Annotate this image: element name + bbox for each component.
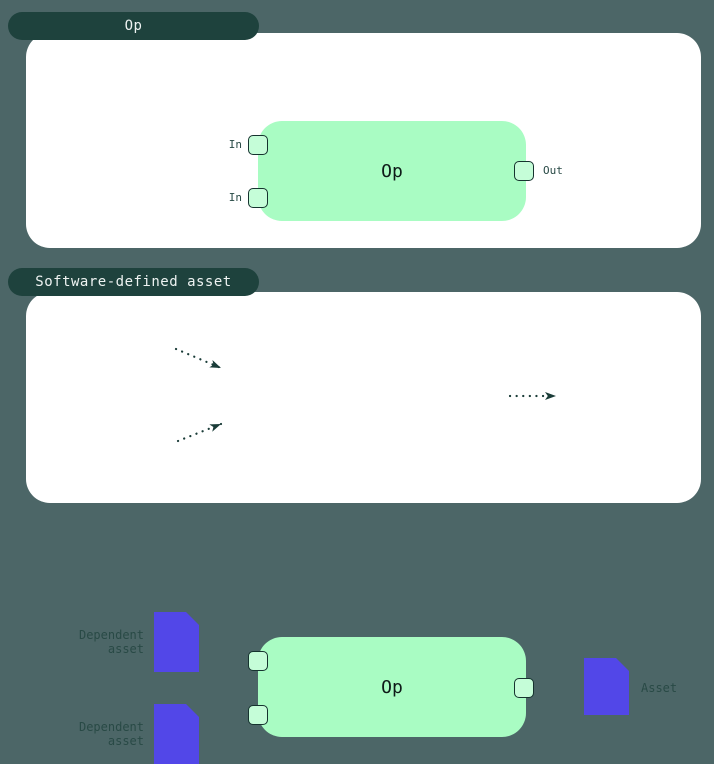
dependency-arrows-layer <box>174 347 558 443</box>
op-in-port-1 <box>248 135 268 155</box>
sda-op-node-label: Op <box>381 676 403 698</box>
dependency-arrow-2 <box>176 422 223 443</box>
op-panel: Op In In Out <box>26 33 701 248</box>
dependent-asset-1-document-icon <box>154 612 199 672</box>
dependent-asset-2-document-icon <box>154 704 199 764</box>
output-asset-label: Asset <box>641 681 678 695</box>
op-node-label: Op <box>381 160 403 182</box>
op-in-port-1-label: In <box>228 138 242 151</box>
sda-section-tab-label: Software-defined asset <box>35 274 232 290</box>
op-section-tab-label: Op <box>124 18 143 34</box>
sda-op-node: Op <box>258 637 526 737</box>
sda-section-tab: Software-defined asset <box>8 268 259 296</box>
dependency-arrow-1 <box>174 347 223 370</box>
sda-in-port-1 <box>248 651 268 671</box>
output-asset-document-icon <box>584 658 629 715</box>
op-out-port <box>514 161 534 181</box>
op-in-port-2-label: In <box>228 191 242 204</box>
dependent-asset-1-label: Dependent asset <box>78 628 144 656</box>
op-node: Op <box>258 121 526 221</box>
op-in-port-2 <box>248 188 268 208</box>
diagram-canvas: Op Op In In Out Software-defined asset D… <box>8 12 701 516</box>
dependent-asset-2-label: Dependent asset <box>78 720 144 748</box>
op-section-tab: Op <box>8 12 259 40</box>
sda-out-port <box>514 678 534 698</box>
sda-in-port-2 <box>248 705 268 725</box>
op-out-port-label: Out <box>543 164 563 177</box>
